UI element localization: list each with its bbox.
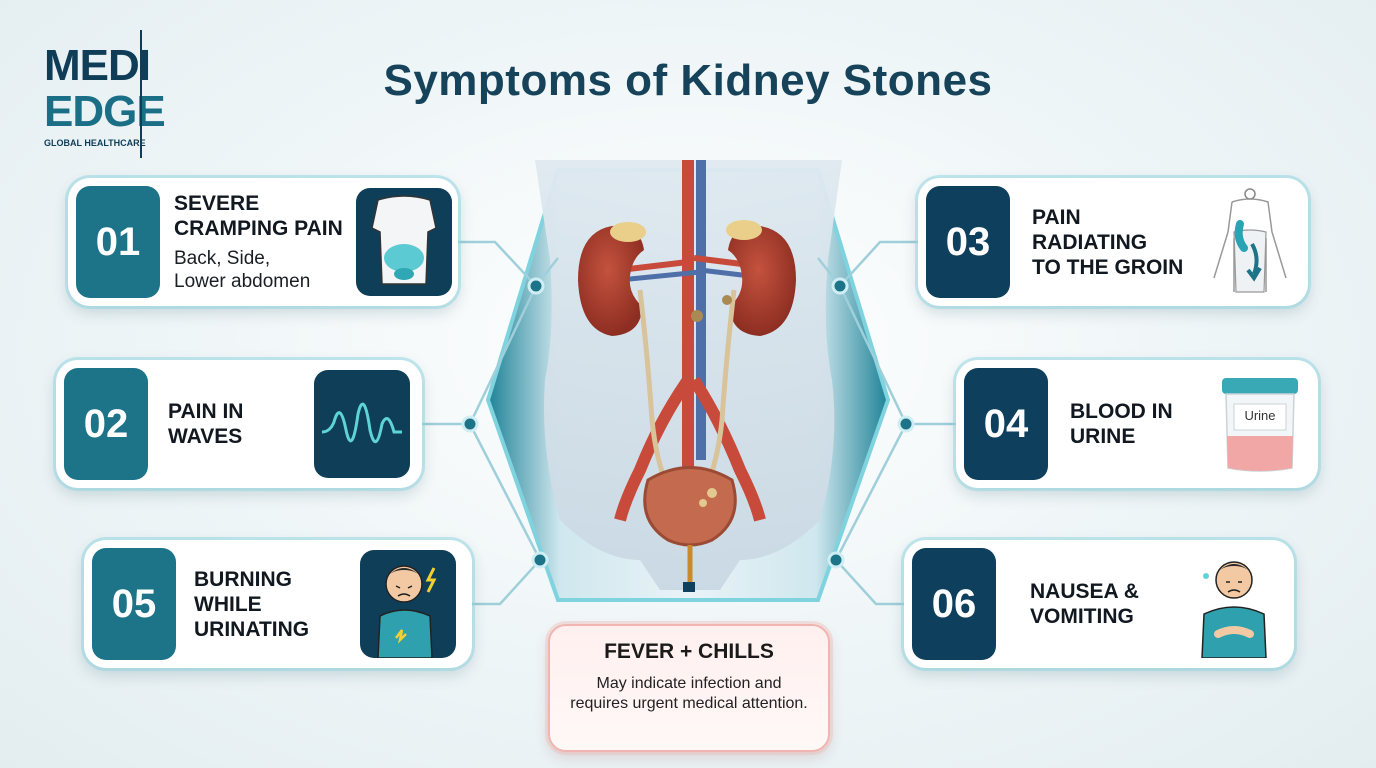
- symptom-label: NAUSEA & VOMITING: [1030, 540, 1180, 668]
- symptom-title: SEVERE CRAMPING PAIN: [174, 192, 343, 240]
- symptom-title: NAUSEA & VOMITING: [1030, 580, 1139, 628]
- brand-line1: MEDI: [44, 41, 151, 90]
- symptom-number: 05: [92, 548, 176, 660]
- symptom-subtitle: Back, Side, Lower abdomen: [174, 248, 311, 292]
- symptom-title: BLOOD IN URINE: [1070, 400, 1173, 448]
- aorta: [682, 160, 694, 520]
- symptom-label: PAIN IN WAVES: [168, 360, 308, 488]
- callout-title: FEVER + CHILLS: [604, 640, 774, 663]
- left-ureter: [637, 289, 671, 489]
- symptom-title: PAIN IN WAVES: [168, 400, 244, 448]
- symptom-card-05: 05 BURNING WHILE URINATING: [84, 540, 472, 668]
- right-ureter: [703, 289, 737, 489]
- symptom-number: 02: [64, 368, 148, 480]
- bladder: [643, 466, 737, 547]
- right-kidney: [728, 225, 796, 336]
- symptom-number: 04: [964, 368, 1048, 480]
- pain-wave-icon: [314, 370, 410, 478]
- urine-cup-icon: Urine: [1212, 370, 1308, 478]
- nauseous-person-icon: [1188, 550, 1284, 658]
- callout-text: May indicate infection and requires urge…: [570, 675, 808, 712]
- burning-person-icon: [360, 550, 456, 658]
- logo-divider: [140, 30, 142, 158]
- symptom-label: SEVERE CRAMPING PAIN Back, Side, Lower a…: [174, 178, 354, 306]
- symptom-card-04: 04 BLOOD IN URINE Urine: [956, 360, 1318, 488]
- symptom-label: BURNING WHILE URINATING: [194, 540, 354, 668]
- symptom-number: 03: [926, 186, 1010, 298]
- symptom-card-03: 03 PAIN RADIATING TO THE GROIN: [918, 178, 1308, 306]
- brand-logo: MEDI EDGE GLOBAL HEALTHCARE: [44, 30, 166, 160]
- brand-tagline: GLOBAL HEALTHCARE: [44, 138, 146, 148]
- left-kidney: [578, 225, 644, 336]
- symptom-label: PAIN RADIATING TO THE GROIN: [1032, 178, 1202, 306]
- symptom-number: 06: [912, 548, 996, 660]
- body-groin-icon: [1202, 188, 1298, 296]
- page-title: Symptoms of Kidney Stones: [383, 56, 993, 105]
- torso-pain-icon: [356, 188, 452, 296]
- symptom-title: BURNING WHILE URINATING: [194, 567, 310, 641]
- symptom-number: 01: [76, 186, 160, 298]
- symptom-card-02: 02 PAIN IN WAVES: [56, 360, 422, 488]
- symptom-title: PAIN RADIATING TO THE GROIN: [1032, 205, 1184, 279]
- symptom-card-06: 06 NAUSEA & VOMITING: [904, 540, 1294, 668]
- urine-cup-label: Urine: [1244, 408, 1276, 423]
- vena-cava: [696, 160, 706, 460]
- brand-line2: EDGE: [44, 87, 166, 136]
- symptom-label: BLOOD IN URINE: [1070, 360, 1210, 488]
- symptom-card-01: 01 SEVERE CRAMPING PAIN Back, Side, Lowe…: [68, 178, 458, 306]
- fever-chills-callout: FEVER + CHILLS May indicate infection an…: [548, 624, 830, 752]
